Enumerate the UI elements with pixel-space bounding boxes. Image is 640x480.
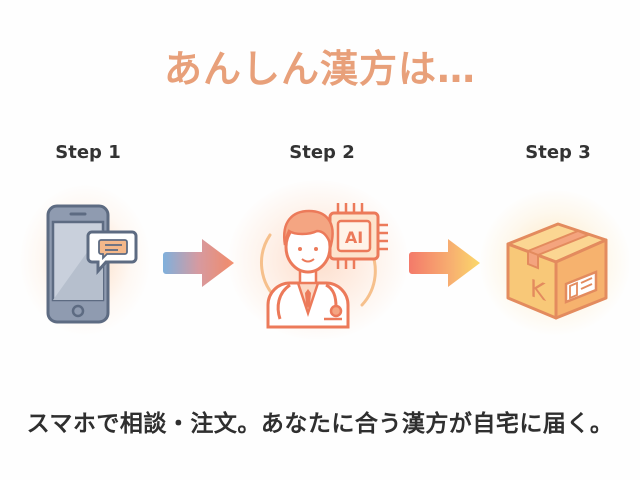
smartphone-chat-icon xyxy=(46,204,138,324)
caption-text: スマホで相談・注文。あなたに合う漢方が自宅に届く。 xyxy=(26,411,614,437)
ai-badge-text: AI xyxy=(345,228,363,247)
ai-doctor-icon: AI xyxy=(260,203,388,329)
package-box-icon: K xyxy=(506,222,608,320)
arrow-right-icon xyxy=(409,239,480,287)
box-mark-text: K xyxy=(530,273,547,307)
step-1-label: Step 1 xyxy=(55,142,121,163)
arrow-right-icon xyxy=(163,239,234,287)
page-title: あんしん漢方は… xyxy=(163,47,476,91)
step-3-label: Step 3 xyxy=(525,142,591,163)
step-2-label: Step 2 xyxy=(289,142,355,163)
